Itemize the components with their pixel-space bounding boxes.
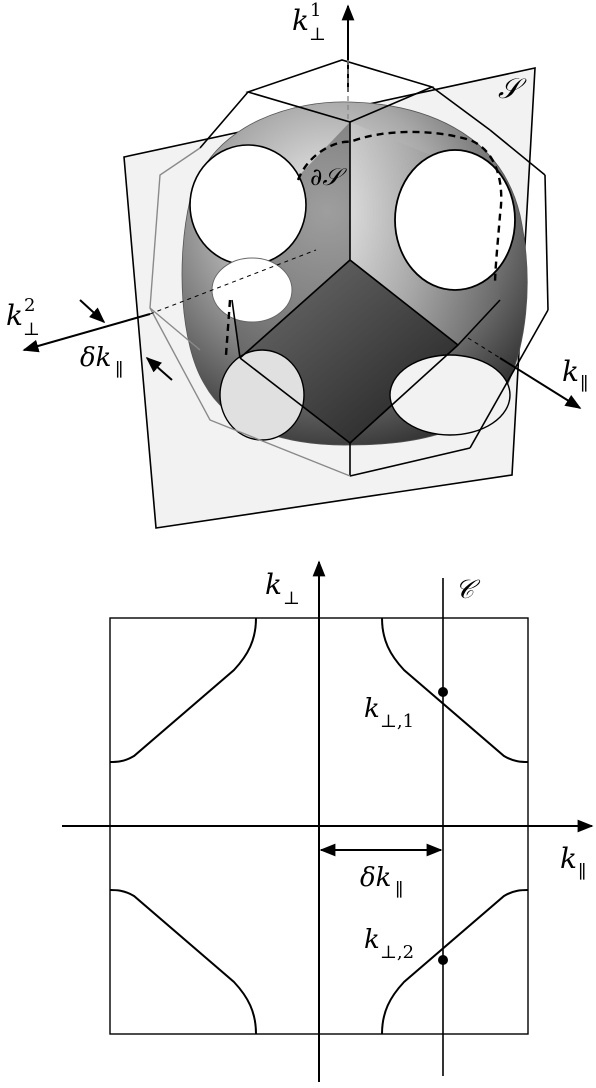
label-k-perp-2d-sub: ⊥	[283, 588, 300, 609]
boundary-ds	[296, 130, 503, 286]
label-k-perp2-sub: ⊥	[23, 319, 40, 340]
point-k-perp-2	[438, 955, 448, 965]
label-k-perp-2: k	[364, 925, 380, 955]
fermi-surface-3d: k 1 ⊥ k 2 ⊥ k ∥ 𝒮 ∂𝒮 δk ∥	[6, 0, 588, 529]
label-delta-2d: δk	[360, 863, 391, 893]
label-delta-top-sub: ∥	[115, 360, 123, 381]
label-line-c: 𝒞	[455, 575, 481, 605]
brillouin-zone-edges	[199, 59, 549, 477]
label-delta-top: δk	[80, 343, 111, 373]
label-k-perp1: k	[292, 4, 309, 37]
contour-lower-left	[109, 889, 257, 1035]
point-k-perp-1	[438, 687, 448, 697]
label-delta-2d-sub: ∥	[395, 880, 403, 901]
label-k-perp2-sup: 2	[24, 295, 35, 316]
k-par-axis	[499, 357, 582, 409]
hole-bottom-left	[219, 349, 305, 441]
label-k-perp-2-sub: ⊥,2	[380, 942, 414, 963]
back-edges	[149, 60, 351, 477]
label-k-perp1-sup: 1	[310, 0, 321, 21]
delta-arrow-upper	[79, 299, 106, 324]
contour-upper-right	[381, 617, 529, 763]
hole-bottom-right	[389, 354, 511, 436]
hole-left	[211, 257, 293, 323]
hole-upper-left	[189, 144, 307, 266]
contour-upper-left	[109, 617, 257, 763]
label-k-par-top-sub: ∥	[580, 374, 588, 395]
delta-arrow-lower	[145, 356, 173, 381]
label-k-par-2d: k	[560, 842, 577, 875]
label-k-par-top: k	[562, 355, 579, 388]
label-k-perp-1: k	[364, 694, 380, 724]
hole-upper-right	[394, 149, 516, 291]
label-k-perp-1-sub: ⊥,1	[380, 711, 414, 732]
label-k-par-2d-sub: ∥	[578, 862, 586, 883]
label-k-perp1-sub: ⊥	[309, 24, 326, 45]
k-par-axis-hidden	[467, 337, 501, 359]
label-k-perp-2d: k	[265, 568, 282, 601]
label-k-perp2: k	[6, 299, 23, 332]
contour-lower-right	[381, 889, 529, 1035]
k-perp2-axis	[22, 313, 151, 353]
k-perp2-axis-hidden	[149, 249, 317, 315]
boundary-ds-left	[224, 299, 232, 356]
fermi-contours	[109, 617, 529, 1035]
cross-section-2d: k ⊥ k ∥ 𝒞 k ⊥,1 k ⊥,2 δk ∥	[62, 560, 594, 1082]
